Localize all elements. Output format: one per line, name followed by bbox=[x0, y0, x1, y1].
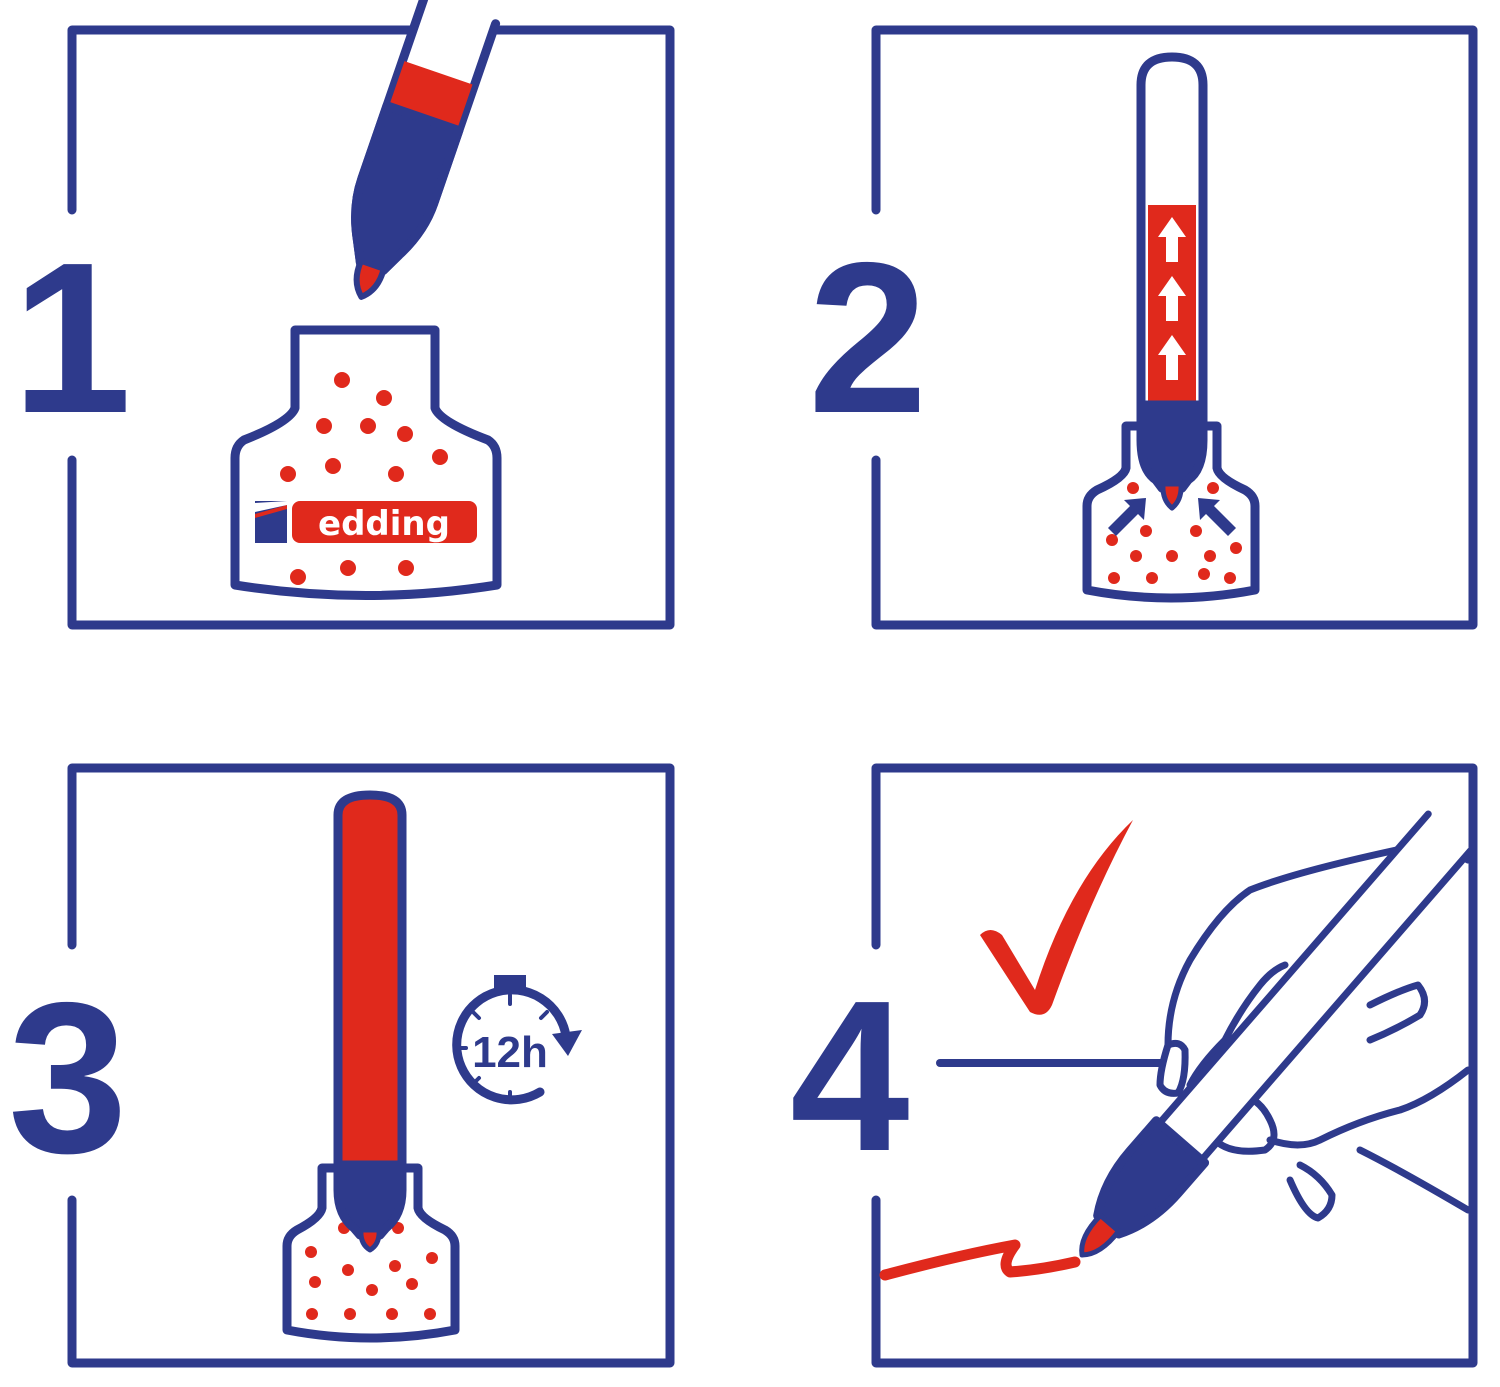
panel-frame bbox=[871, 25, 1478, 630]
timer-12h-icon: 12h bbox=[452, 975, 582, 1105]
ink-bottle-icon bbox=[1082, 421, 1260, 603]
ink-dots bbox=[280, 372, 448, 585]
step-number: 3 bbox=[8, 957, 128, 1198]
arrow-up-icon bbox=[1158, 217, 1186, 380]
panel-frame bbox=[871, 763, 1478, 1368]
step-4-panel: 4 bbox=[790, 763, 1478, 1368]
marker-icon bbox=[333, 790, 407, 1253]
suction-arrow-icon bbox=[1108, 498, 1236, 536]
marker-icon bbox=[1079, 810, 1475, 1258]
step-3-panel: 3 12h bbox=[8, 763, 675, 1368]
step-number: 1 bbox=[12, 217, 132, 458]
timer-label: 12h bbox=[472, 1028, 548, 1077]
ink-stroke bbox=[879, 1239, 1081, 1281]
ink-dots bbox=[305, 1222, 438, 1320]
step-number: 4 bbox=[790, 955, 910, 1196]
checkmark-icon bbox=[980, 820, 1133, 1015]
ink-bottle-icon: edding bbox=[230, 325, 502, 600]
step-2-panel: 2 bbox=[808, 25, 1478, 630]
ink-bottle-icon bbox=[282, 1163, 460, 1343]
edding-logo: edding bbox=[255, 501, 477, 544]
step-number: 2 bbox=[808, 217, 928, 458]
tick-marks bbox=[456, 993, 549, 1102]
logo-text: edding bbox=[318, 504, 450, 544]
marker-icon bbox=[1136, 52, 1208, 511]
step-1-panel: 1 edding bbox=[12, 0, 675, 630]
ink-dots bbox=[1106, 482, 1242, 584]
panel-frame bbox=[67, 763, 675, 1368]
marker-icon bbox=[351, 0, 501, 300]
panel-frame bbox=[67, 25, 675, 630]
